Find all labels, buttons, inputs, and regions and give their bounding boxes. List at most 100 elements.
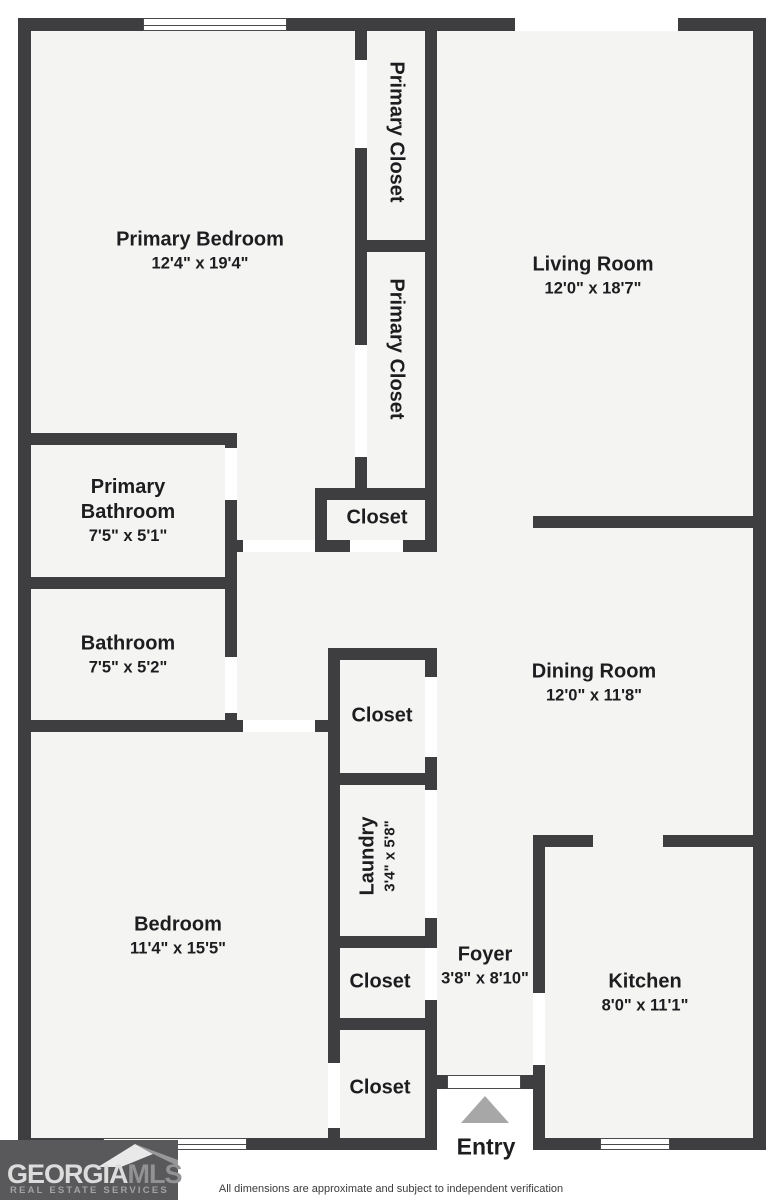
wall-segment: [315, 488, 327, 552]
room-name: Primary Closet: [385, 61, 408, 203]
wall-segment: [328, 648, 437, 660]
wall-segment: [328, 648, 340, 1063]
room-dimensions: 8'0" x 11'1": [601, 996, 689, 1015]
room-dimensions: 7'5" x 5'1": [88, 526, 168, 545]
logo-wordmark: GEORGIAMLS: [7, 1159, 183, 1189]
room-dimensions: 3'8" x 8'10": [441, 969, 529, 988]
wall-segment: [315, 540, 350, 552]
room-name: Closet: [346, 506, 408, 529]
wall-segment: [425, 757, 437, 790]
room-name: Bedroom: [134, 913, 222, 936]
wall-segment: [225, 433, 237, 448]
room-name: Primary Closet: [385, 278, 408, 420]
door-opening: [425, 948, 437, 1000]
door-opening: [355, 60, 367, 148]
room-label-primary-closet-1: Primary Closet: [384, 61, 409, 202]
logo-text-mls: MLS: [127, 1159, 183, 1189]
room-name: Entry: [456, 1133, 516, 1160]
wall-segment: [533, 516, 766, 528]
disclaimer-text: All dimensions are approximate and subje…: [218, 1183, 564, 1195]
room-name: Foyer: [457, 943, 513, 966]
room-name: Kitchen: [608, 970, 682, 993]
wall-segment: [225, 500, 237, 577]
wall-segment: [425, 918, 437, 948]
wall-segment: [355, 240, 437, 252]
wall-segment: [533, 1138, 600, 1150]
wall-segment: [315, 488, 437, 500]
window-pane-line: [144, 24, 286, 26]
door-opening: [515, 18, 678, 31]
room-label-bedroom: Bedroom 11'4" x 15'5": [130, 912, 226, 959]
wall-segment: [678, 18, 766, 31]
wall-segment: [355, 31, 367, 60]
room-dimensions: 7'5" x 5'2": [88, 658, 168, 677]
logo-tagline: REAL ESTATE SERVICES: [10, 1185, 169, 1196]
room-name: Laundry: [356, 816, 379, 896]
wall-segment: [328, 936, 437, 948]
wall-segment: [247, 1138, 437, 1150]
room-name: Bathroom: [80, 500, 176, 523]
georgia-mls-logo: GEORGIAMLS REAL ESTATE SERVICES: [0, 1140, 183, 1200]
door-opening: [243, 540, 315, 552]
door-opening: [225, 657, 237, 713]
wall-segment: [18, 433, 237, 445]
room-dimensions: 11'4" x 15'5": [130, 939, 226, 958]
wall-segment: [425, 31, 437, 550]
wall-segment: [287, 18, 515, 31]
room-name: Primary: [90, 475, 166, 498]
room-label-dining-room: Dining Room 12'0" x 11'8": [532, 659, 656, 706]
room-label-closet-foyer-lower: Closet: [349, 1076, 410, 1101]
room-label-entry: Entry: [457, 1133, 516, 1162]
entry-door-sill: [447, 1075, 521, 1089]
wall-segment: [328, 1128, 340, 1150]
wall-segment: [670, 1138, 766, 1150]
door-opening: [533, 993, 545, 1065]
door-opening: [355, 345, 367, 457]
wall-segment: [18, 18, 143, 31]
wall-segment: [18, 577, 237, 589]
room-name: Primary Bedroom: [116, 228, 284, 251]
room-name: Bathroom: [80, 632, 176, 655]
wall-segment: [663, 835, 766, 847]
room-label-closet-foyer-upper: Closet: [349, 970, 410, 995]
room-label-primary-closet-2: Primary Closet: [384, 278, 409, 419]
wall-segment: [328, 773, 437, 785]
wall-segment: [425, 648, 437, 677]
room-label-kitchen: Kitchen 8'0" x 11'1": [602, 969, 689, 1016]
roof-icon: [98, 1144, 178, 1167]
wall-segment: [18, 720, 243, 732]
wall-segment: [433, 1075, 447, 1089]
door-opening: [350, 540, 403, 552]
wall-segment: [403, 540, 437, 552]
door-opening: [328, 1063, 340, 1128]
entry-arrow-icon: [461, 1096, 509, 1123]
wall-segment: [533, 835, 593, 847]
room-label-foyer: Foyer 3'8" x 8'10": [441, 942, 529, 989]
room-dimensions: 12'0" x 11'8": [546, 686, 642, 705]
room-name: Living Room: [532, 253, 654, 276]
door-opening: [425, 677, 437, 757]
wall-segment: [753, 18, 766, 1150]
wall-segment: [533, 835, 545, 993]
room-dimensions: 12'4" x 19'4": [151, 254, 249, 273]
wall-segment: [425, 1000, 437, 1150]
door-opening: [425, 790, 437, 918]
room-name: Closet: [349, 1076, 411, 1099]
wall-segment: [328, 1018, 437, 1030]
room-label-closet-middle: Closet: [351, 704, 412, 729]
window: [143, 18, 287, 31]
room-label-closet-hall: Closet: [346, 506, 407, 531]
room-name: Closet: [351, 704, 413, 727]
door-opening: [225, 448, 237, 500]
door-opening: [243, 720, 315, 732]
room-name: Closet: [349, 970, 411, 993]
logo-text-georgia: GEORGIA: [7, 1159, 129, 1189]
wall-segment: [225, 588, 237, 657]
wall-segment: [521, 1075, 545, 1089]
room-name: Dining Room: [531, 660, 657, 683]
room-label-primary-bedroom: Primary Bedroom 12'4" x 19'4": [116, 227, 284, 274]
